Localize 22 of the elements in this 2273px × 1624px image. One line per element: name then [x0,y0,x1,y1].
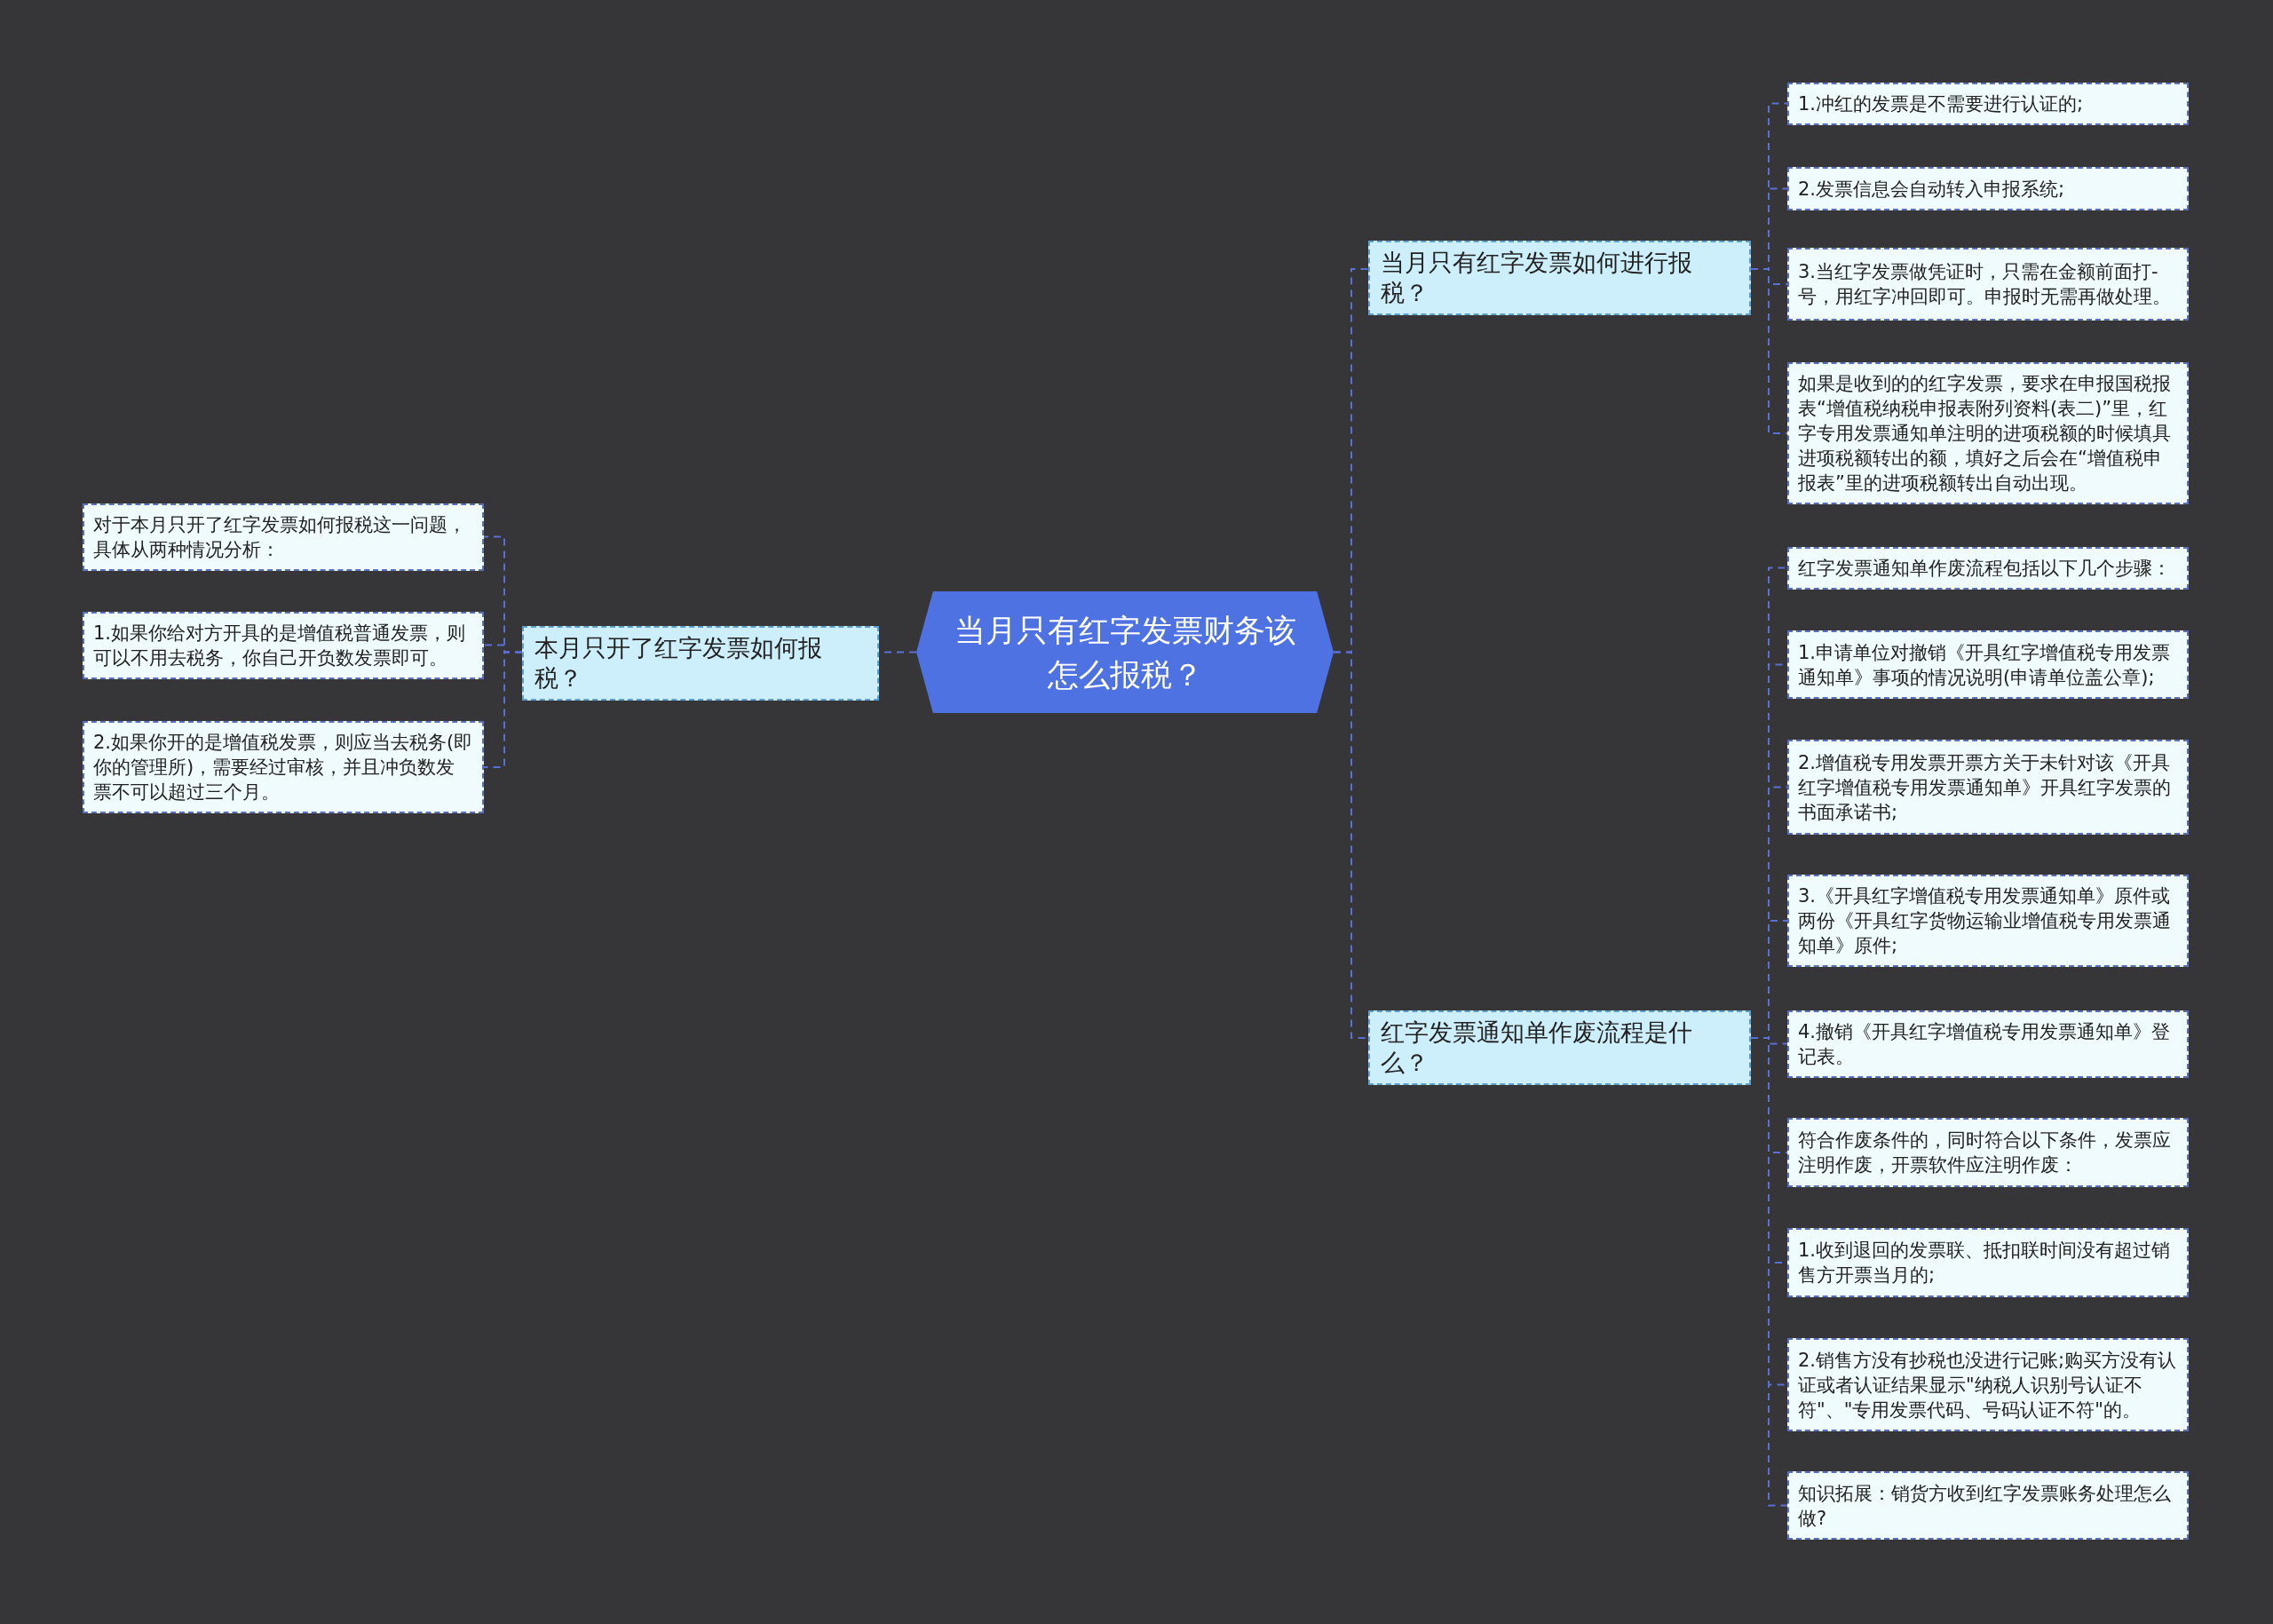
text-box: 1.申请单位对撤销《开具红字增值税专用发票通知单》事项的情况说明(申请单位盖公章); [1787,630,2189,699]
connector-line [1750,268,1788,434]
subtopic-box: 当月只有红字发票如何进行报税？ [1368,241,1751,315]
text-box: 知识拓展：销货方收到红字发票账务处理怎么做? [1787,1471,2189,1540]
text-box: 2.如果你开的是增值税发票，则应当去税务(即你的管理所)，需要经过审核，并且冲负数发票不可以超过三个月。 [83,721,484,813]
text-box: 3.《开具红字增值税专用发票通知单》原件或两份《开具红字货物运输业增值税专用发票通知单》原件; [1787,875,2189,967]
text-box: 红字发票通知单作废流程包括以下几个步骤： [1787,547,2189,590]
subtopic-box: 本月只开了红字发票如何报税？ [522,626,879,701]
central-topic: 当月只有红字发票财务该怎么报税？ [916,591,1334,713]
text-box: 3.当红字发票做凭证时，只需在金额前面打-号，用红字冲回即可。申报时无需再做处理。 [1787,248,2189,321]
text-box: 4.撤销《开具红字增值税专用发票通知单》登记表。 [1787,1010,2189,1078]
text-box: 2.发票信息会自动转入申报系统; [1787,167,2189,210]
connector-line [483,651,523,768]
text-box: 1.收到退回的发票联、抵扣联时间没有超过销售方开票当月的; [1787,1228,2189,1297]
text-box: 2.销售方没有抄税也没进行记账;购买方没有认证或者认证结果显示"纳税人识别号认证不符"、"专用发票代码、号码认证不符"的。 [1787,1338,2189,1431]
text-box: 1.冲红的发票是不需要进行认证的; [1787,83,2189,125]
text-box: 1.如果你给对方开具的是增值税普通发票，则可以不用去税务，你自己开负数发票即可。 [83,612,484,679]
subtopic-box: 红字发票通知单作废流程是什么？ [1368,1010,1751,1085]
text-box: 2.增值税专用发票开票方关于未针对该《开具红字增值税专用发票通知单》开具红字发票的书面承诺书; [1787,740,2189,835]
text-box: 对于本月只开了红字发票如何报税这一问题，具体从两种情况分析： [83,503,484,571]
text-box: 如果是收到的的红字发票，要求在申报国税报表“增值税纳税申报表附列资料(表二)”里，红字专用发票通知单注明的进项税额的时候填具进项税额转出的额，填好之后会在“增值税申报表”里的进项税额转出自动出现。 [1787,362,2189,504]
text-box: 符合作废条件的，同时符合以下条件，发票应注明作废，开票软件应注明作废： [1787,1118,2189,1187]
